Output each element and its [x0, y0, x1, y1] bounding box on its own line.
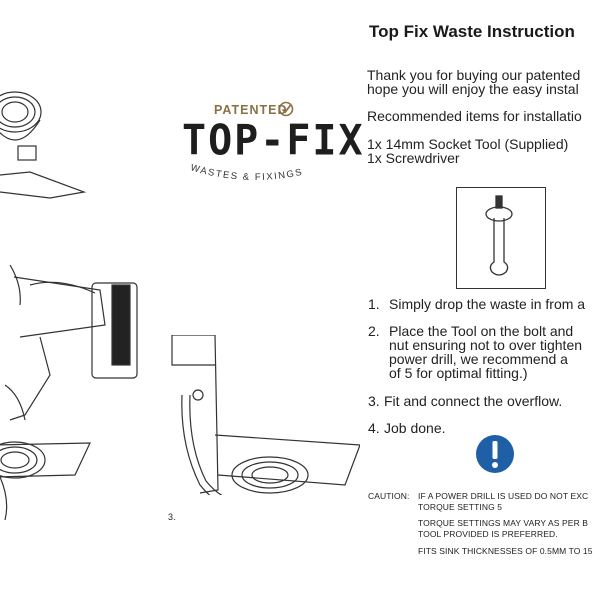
- caution-line-2: TORQUE SETTING 5: [418, 502, 503, 512]
- step-1-text: Simply drop the waste in from a: [389, 296, 586, 312]
- step-2-text: Place the Tool on the bolt and: [389, 323, 574, 339]
- step-4-text: Job done.: [384, 420, 446, 436]
- caution-line-3: TORQUE SETTINGS MAY VARY AS PER B: [418, 518, 589, 528]
- waste-illustration-top: [0, 91, 87, 199]
- checkmark-icon: [278, 101, 294, 117]
- info-exclamation-icon: [476, 435, 514, 473]
- item-screwdriver: 1x Screwdriver: [367, 150, 460, 166]
- step-2-line-3: power drill, we recommend a: [389, 351, 568, 367]
- svg-text:WASTES & FIXINGS: WASTES & FIXINGS: [189, 162, 304, 183]
- figure-label-3: 3.: [168, 512, 176, 522]
- step-2-line-4: of 5 for optimal fitting.): [389, 365, 528, 381]
- caution-line-5: FITS SINK THICKNESSES OF 0.5MM TO 15: [418, 546, 593, 556]
- step-3-text: Fit and connect the overflow.: [384, 393, 563, 409]
- step-1-number: 1.: [368, 296, 380, 312]
- intro-line-2: hope you will enjoy the easy instal: [367, 81, 579, 97]
- logo-tagline: WASTES & FIXINGS: [189, 162, 304, 183]
- caution-line-4: TOOL PROVIDED IS PREFERRED.: [418, 529, 558, 539]
- step-2-number: 2.: [368, 323, 380, 339]
- caution-line-1: IF A POWER DRILL IS USED DO NOT EXC: [418, 491, 589, 501]
- step-3-number: 3.: [368, 393, 380, 409]
- step-4-number: 4.: [368, 420, 380, 436]
- drill-illustration: [0, 265, 138, 521]
- item-socket-tool: 1x 14mm Socket Tool (Supplied): [367, 136, 569, 152]
- page-title: Top Fix Waste Instruction: [369, 22, 575, 41]
- logo-brand: TOP-FIX: [182, 116, 365, 166]
- recommended-heading: Recommended items for installatio: [367, 108, 582, 124]
- logo-patented-text: PATENTED: [214, 103, 288, 117]
- socket-tool-panel: [456, 187, 546, 289]
- step-2-line-2: nut ensuring not to over tighten: [389, 337, 583, 353]
- caution-label: CAUTION:: [368, 491, 410, 501]
- intro-line-1: Thank you for buying our patented: [367, 67, 581, 83]
- socket-tool-icon: [485, 195, 513, 276]
- overflow-illustration: [171, 335, 360, 495]
